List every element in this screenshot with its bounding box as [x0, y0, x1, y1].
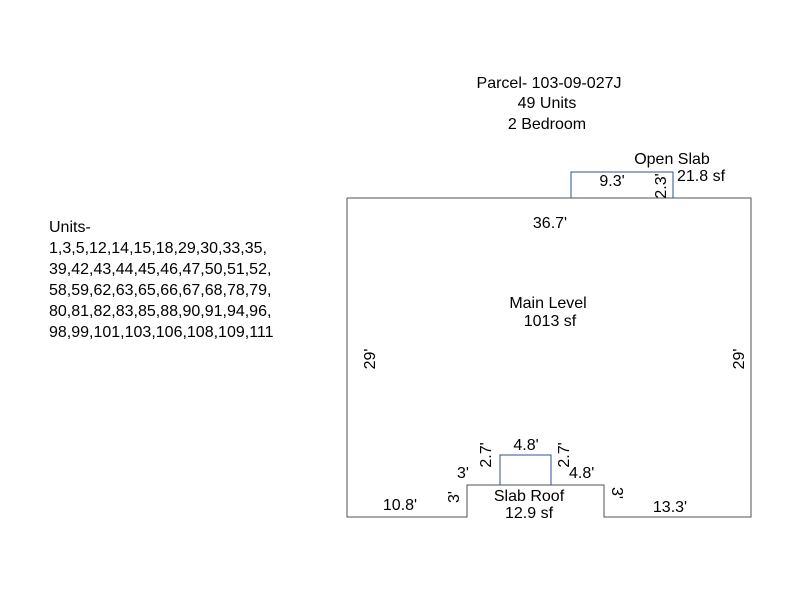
main-right-dimension: 29' — [731, 348, 748, 370]
bump-right: 2.7' — [556, 442, 573, 468]
units-line: 39,42,43,44,45,46,47,50,51,52, — [49, 261, 272, 278]
units-count: 49 Units — [517, 95, 577, 112]
open-slab-area: 21.8 sf — [677, 168, 726, 185]
slab-roof-top-left: 3' — [457, 465, 469, 482]
main-level-area: 1013 sf — [523, 313, 577, 330]
open-slab-label: Open Slab — [634, 151, 710, 168]
slab-roof-label: Slab Roof — [493, 488, 565, 505]
bump-left: 2.7' — [478, 442, 495, 468]
units-label: Units- — [49, 219, 91, 236]
main-left-dimension: 29' — [362, 348, 379, 370]
units-list: Units- 1,3,5,12,14,15,18,29,30,33,35, 39… — [49, 217, 274, 343]
slab-roof-area: 12.9 sf — [504, 505, 554, 522]
open-slab-width: 9.3' — [599, 173, 625, 190]
slab-roof-left-side: 3' — [446, 491, 463, 503]
main-level-label: Main Level — [509, 295, 587, 312]
units-line: 80,81,82,83,85,88,90,91,94,96, — [49, 303, 272, 320]
units-line: 1,3,5,12,14,15,18,29,30,33,35, — [49, 240, 267, 257]
bedroom-count: 2 Bedroom — [507, 116, 587, 133]
main-level-outline — [346, 197, 752, 518]
slab-roof-top-right: 4.8' — [569, 465, 595, 482]
slab-roof-right-side: 3' — [608, 487, 625, 499]
main-top-dimension: 36.7' — [532, 215, 568, 232]
main-bottom-right-dimension: 13.3' — [652, 499, 688, 516]
bump-width: 4.8' — [513, 437, 539, 454]
open-slab-outline — [570, 171, 674, 198]
units-line: 98,99,101,103,106,108,109,111 — [49, 324, 274, 341]
bump-outline — [499, 454, 552, 485]
open-slab-depth: 2.3' — [653, 173, 670, 199]
main-bottom-left-dimension: 10.8' — [382, 497, 418, 514]
units-line: 58,59,62,63,65,66,67,68,78,79, — [49, 282, 272, 299]
parcel-title: Parcel- 103-09-027J — [476, 75, 622, 92]
